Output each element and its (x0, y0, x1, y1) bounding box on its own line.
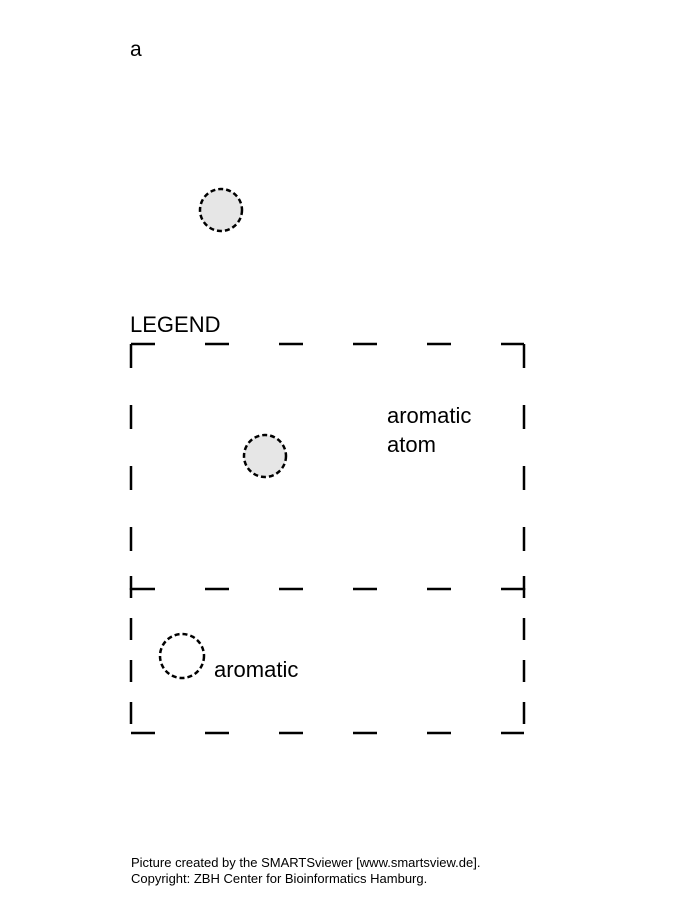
query-aromatic-atom (198, 187, 244, 233)
legend-aromatic-atom (242, 433, 288, 479)
legend-ring-description: aromatic (214, 657, 299, 682)
legend-atom-box (129, 342, 526, 591)
legend-aromatic-ring (158, 632, 206, 680)
query-atom-label: a (130, 38, 142, 61)
legend-ring-box (129, 576, 526, 735)
footer-credits: Picture created by the SMARTSviewer [www… (131, 855, 480, 887)
footer-line-2: Copyright: ZBH Center for Bioinformatics… (131, 871, 428, 886)
legend-atom-description: aromatic atom (387, 403, 472, 457)
legend-title: LEGEND (130, 312, 221, 337)
footer-line-1: Picture created by the SMARTSviewer [www… (131, 855, 481, 870)
